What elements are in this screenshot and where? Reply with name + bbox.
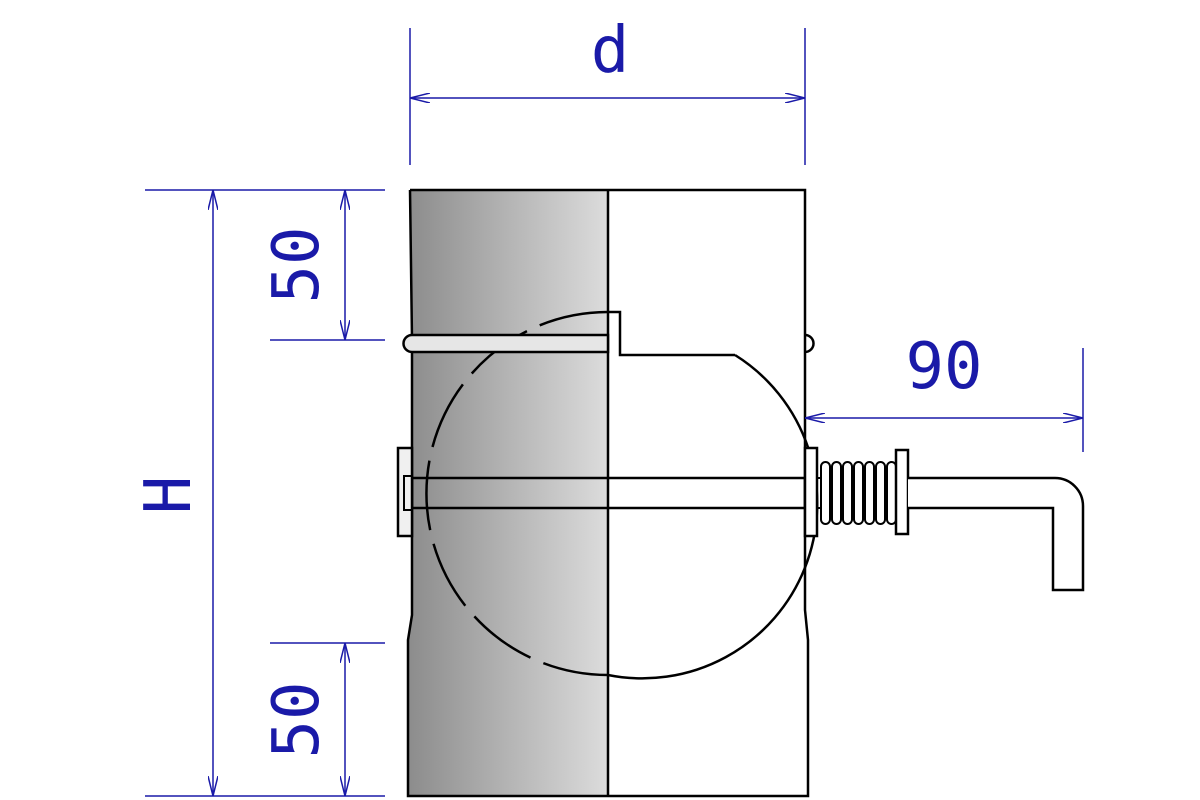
- height-label: H: [132, 476, 206, 515]
- dimension-bottom-offset: 50: [260, 642, 385, 796]
- spring-coil: [831, 461, 842, 525]
- diameter-label: d: [591, 14, 630, 88]
- right-bushing: [803, 446, 819, 538]
- handle-rod: [908, 476, 1085, 592]
- handle: [894, 448, 1085, 592]
- spring-coil: [842, 461, 853, 525]
- dimension-handle-reach: 90: [805, 330, 1084, 452]
- handle-washer: [894, 448, 910, 536]
- spring-coil: [820, 461, 831, 525]
- clamp-band-left: [402, 333, 610, 354]
- damper-disc-right-arc: [607, 353, 819, 680]
- pipe-outline: [406, 188, 810, 798]
- pipe-body: [406, 188, 810, 798]
- dimension-top-offset: 50: [260, 190, 385, 341]
- spring-coil: [853, 461, 864, 525]
- damper-disc-notch: [608, 310, 735, 357]
- clamp-band: [402, 333, 815, 354]
- spring-coil: [875, 461, 886, 525]
- handle-reach-label: 90: [905, 330, 982, 404]
- bottom-offset-label: 50: [260, 681, 334, 758]
- clamp-band-right-lug: [804, 333, 815, 354]
- top-offset-label: 50: [260, 226, 334, 303]
- pipe-shaded-half: [408, 190, 608, 796]
- damper-disc: [425, 310, 819, 680]
- damper-shaft: [396, 446, 819, 538]
- damper-disc-hidden-arc: [425, 310, 609, 677]
- spring: [817, 461, 900, 525]
- spring-coil: [864, 461, 875, 525]
- spring-coil: [886, 461, 897, 525]
- dimension-diameter: d: [409, 14, 806, 165]
- dimension-height: H: [132, 189, 385, 797]
- left-bushing-collar: [403, 475, 413, 511]
